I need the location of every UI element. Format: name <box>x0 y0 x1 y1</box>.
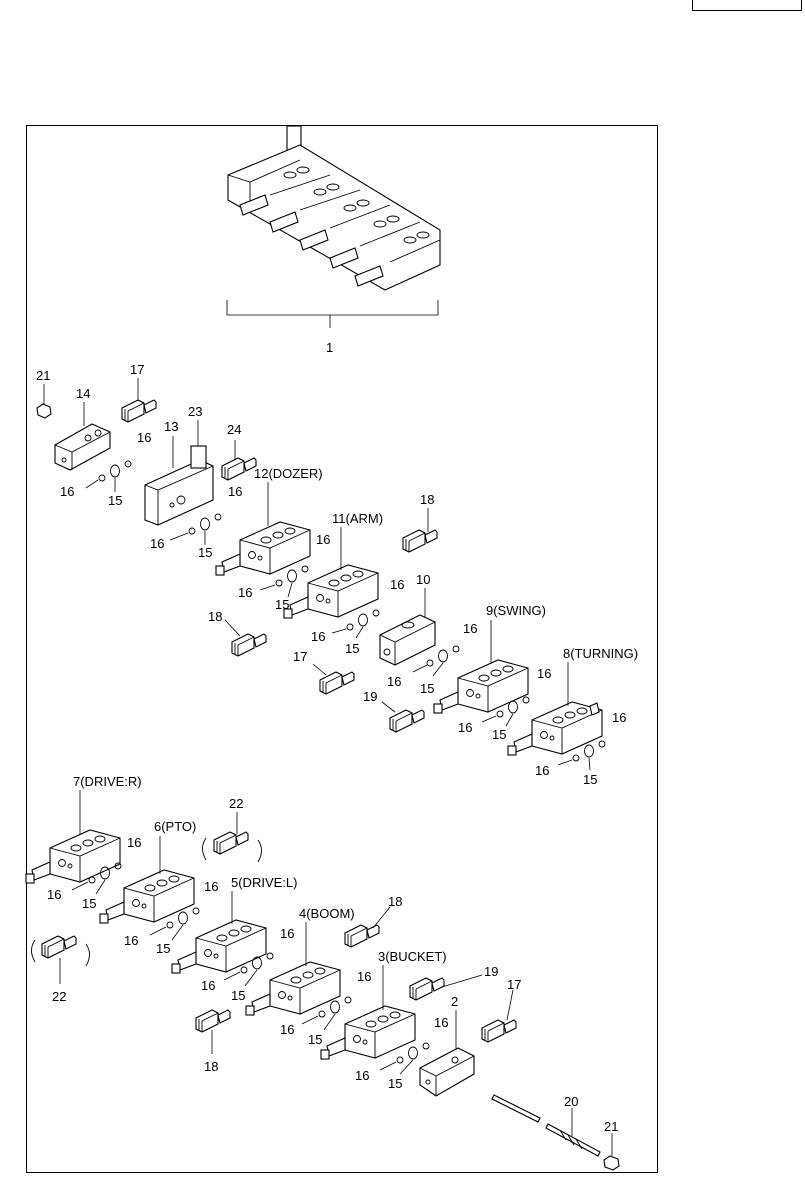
plug-22-optional-top <box>202 831 262 863</box>
label-16-k: 16 <box>458 720 472 735</box>
label-16-p: 16 <box>127 835 141 850</box>
label-18-c: 18 <box>388 894 402 909</box>
plug-24 <box>221 457 257 481</box>
label-11: 11(ARM) <box>332 511 383 526</box>
end-cover-2 <box>419 1047 475 1097</box>
label-6: 6(PTO) <box>154 819 196 834</box>
label-10: 10 <box>416 572 430 587</box>
label-22-top: 22 <box>229 796 243 811</box>
end-cover-14 <box>54 423 111 471</box>
label-15-l: 15 <box>388 1076 402 1091</box>
section-9-swing <box>433 659 529 714</box>
label-16-o: 16 <box>47 887 61 902</box>
label-2: 2 <box>451 994 458 1009</box>
label-17-lower: 17 <box>507 977 521 992</box>
label-21-top: 21 <box>36 368 50 383</box>
label-15-k: 15 <box>308 1032 322 1047</box>
label-15-a: 15 <box>108 493 122 508</box>
section-7-drive-r <box>25 829 121 884</box>
label-21-bottom: 21 <box>604 1119 618 1134</box>
label-16-i: 16 <box>387 674 401 689</box>
page-number-box <box>692 0 802 11</box>
label-16-d: 16 <box>228 484 242 499</box>
tie-bolt-20 <box>491 1094 601 1157</box>
label-15-h: 15 <box>82 896 96 911</box>
plug-19-mid <box>389 709 425 733</box>
plug-18-right <box>402 529 438 553</box>
label-3: 3(BUCKET) <box>378 949 447 964</box>
nut-21-bottom <box>603 1155 620 1171</box>
plug-18-lower-right <box>344 924 380 948</box>
label-16-s: 16 <box>201 978 215 993</box>
label-12: 12(DOZER) <box>254 466 323 481</box>
label-15-d: 15 <box>345 641 359 656</box>
label-15-i: 15 <box>156 941 170 956</box>
label-16-r: 16 <box>204 879 218 894</box>
label-16-w: 16 <box>355 1068 369 1083</box>
label-18-a: 18 <box>420 492 434 507</box>
label-24: 24 <box>227 422 241 437</box>
label-17-mid: 17 <box>293 649 307 664</box>
label-16-b: 16 <box>137 430 151 445</box>
label-16-n: 16 <box>612 710 626 725</box>
inlet-block-13 <box>144 445 214 526</box>
label-15-f: 15 <box>492 727 506 742</box>
section-12-dozer <box>215 521 311 576</box>
label-16-m: 16 <box>535 763 549 778</box>
label-15-j: 15 <box>231 988 245 1003</box>
label-16-j: 16 <box>463 621 477 636</box>
section-3-bucket <box>320 1005 416 1060</box>
plug-22-optional-left <box>31 935 90 967</box>
label-18-b: 18 <box>208 609 222 624</box>
label-15-c: 15 <box>275 597 289 612</box>
label-13: 13 <box>164 419 178 434</box>
label-16-h: 16 <box>390 577 404 592</box>
plug-17-lower <box>481 1019 517 1043</box>
label-1: 1 <box>326 340 333 355</box>
label-15-g: 15 <box>583 772 597 787</box>
plug-18-left <box>231 633 267 657</box>
section-4-boom <box>245 961 341 1016</box>
label-23: 23 <box>188 404 202 419</box>
label-15-b: 15 <box>198 545 212 560</box>
label-20: 20 <box>564 1094 578 1109</box>
label-7: 7(DRIVE:R) <box>73 774 142 789</box>
diagram-frame <box>26 125 658 1173</box>
plug-17-mid <box>319 671 355 695</box>
label-22-bottom: 22 <box>52 989 66 1004</box>
label-16-e: 16 <box>238 585 252 600</box>
label-15-e: 15 <box>420 681 434 696</box>
label-19-mid: 19 <box>363 689 377 704</box>
label-9: 9(SWING) <box>486 603 546 618</box>
label-16-a: 16 <box>60 484 74 499</box>
label-16-g: 16 <box>311 629 325 644</box>
section-8-turning <box>507 701 603 756</box>
valve-assembly <box>226 125 441 328</box>
plug-17-top <box>121 399 157 423</box>
label-5: 5(DRIVE:L) <box>231 875 297 890</box>
label-16-l: 16 <box>537 666 551 681</box>
label-14: 14 <box>76 386 90 401</box>
nut-21-top <box>36 403 52 419</box>
label-16-f: 16 <box>316 532 330 547</box>
label-8: 8(TURNING) <box>563 646 638 661</box>
plug-18-lower-left <box>195 1009 231 1033</box>
label-16-x: 16 <box>434 1015 448 1030</box>
label-16-u: 16 <box>280 1022 294 1037</box>
label-16-v: 16 <box>357 969 371 984</box>
label-16-c: 16 <box>150 536 164 551</box>
label-19-lower: 19 <box>484 964 498 979</box>
section-10 <box>379 614 436 666</box>
plug-19-lower <box>409 977 445 1001</box>
label-17-top: 17 <box>130 362 144 377</box>
section-5-drive-l <box>171 919 267 974</box>
label-16-q: 16 <box>124 933 138 948</box>
label-18-d: 18 <box>204 1059 218 1074</box>
section-11-arm <box>283 564 379 619</box>
section-6-pto <box>99 869 195 924</box>
label-16-t: 16 <box>280 926 294 941</box>
label-4: 4(BOOM) <box>299 906 355 921</box>
